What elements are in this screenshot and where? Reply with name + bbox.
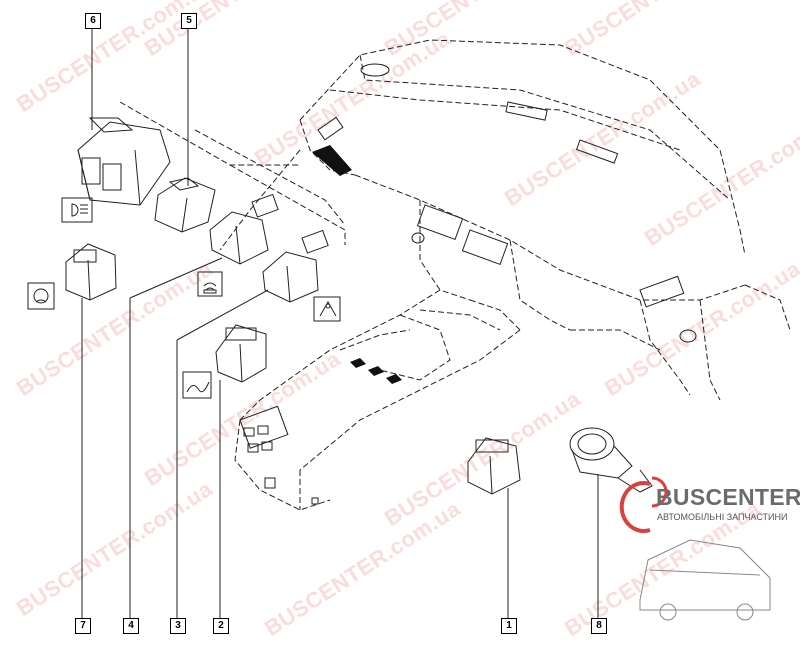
logo-name: BUSCENTER <box>656 484 800 510</box>
highlight-blocks <box>312 145 402 384</box>
switch-1 <box>467 437 521 495</box>
switch-5 <box>154 177 216 233</box>
hill-descent-icon <box>182 371 212 399</box>
callout-6: 6 <box>85 13 101 29</box>
switch-2 <box>215 324 267 383</box>
bus-image <box>639 539 771 621</box>
switch-4 <box>209 193 279 265</box>
switch-6 <box>77 117 171 206</box>
callout-5: 5 <box>181 13 197 29</box>
leader-lines <box>81 28 599 618</box>
dashboard-outline <box>119 39 791 511</box>
callout-2: 2 <box>213 618 229 634</box>
switch-3 <box>262 229 329 303</box>
console-switch-group <box>239 405 319 505</box>
parking-sensor-icon <box>197 271 223 297</box>
callout-3: 3 <box>170 618 186 634</box>
buscenter-logo-mark <box>619 476 668 533</box>
callout-7: 7 <box>75 618 91 634</box>
lane-departure-icon <box>313 296 341 322</box>
callout-1: 1 <box>501 618 517 634</box>
logo-tagline: АВТОМОБІЛЬНІ ЗАПЧАСТИНИ <box>657 512 788 522</box>
callout-8: 8 <box>591 618 607 634</box>
callout-4: 4 <box>123 618 139 634</box>
switch-7 <box>65 243 117 301</box>
esp-off-icon <box>27 282 55 310</box>
headlamp-level-icon <box>61 197 93 223</box>
dashboard-vents <box>317 63 697 343</box>
switch-8 <box>569 427 653 493</box>
